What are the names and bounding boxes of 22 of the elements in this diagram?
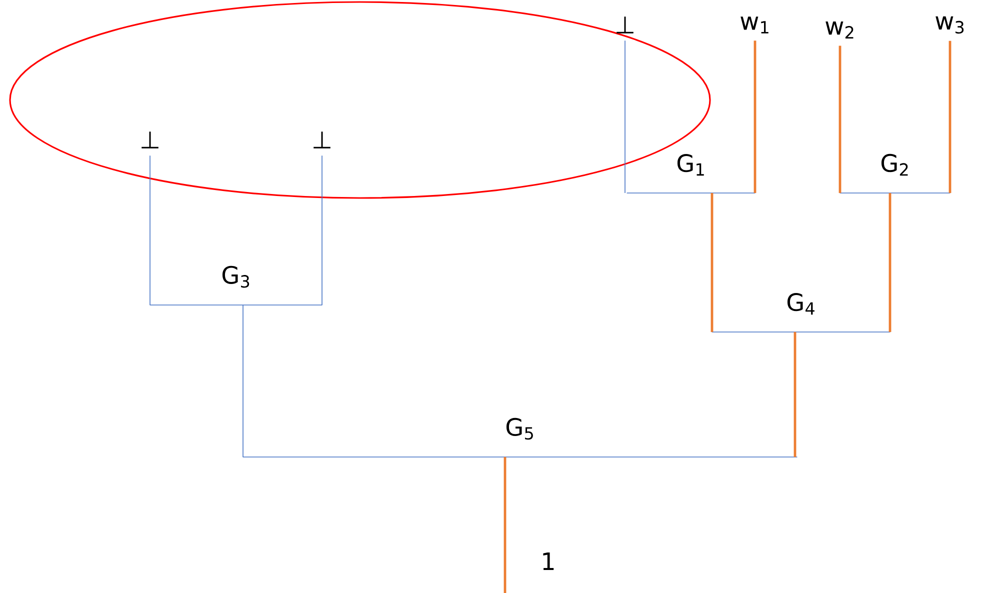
gate: G$_{1}$ [626, 154, 756, 194]
input-label: ⊥ [142, 132, 158, 148]
wire [710, 193, 714, 332]
gate: G$_{2}$ [839, 154, 951, 194]
wire [888, 193, 892, 332]
wire [242, 304, 244, 458]
wire [794, 332, 796, 457]
input-label: w$_{1}$ [740, 16, 768, 34]
gate: G$_{4}$ [711, 293, 891, 332]
input-label: ⊥ [314, 132, 330, 148]
wire [624, 40, 626, 194]
gate: G$_{3}$ [149, 266, 323, 306]
wire [948, 40, 952, 193]
input-label: w$_{3}$ [936, 16, 964, 34]
highlight-ellipse [9, 1, 711, 199]
input-label: ⊥ [616, 16, 634, 34]
wire [754, 40, 756, 193]
wire [838, 46, 842, 193]
gate: G$_{5}$ [242, 418, 798, 458]
input-label: w$_{2}$ [826, 21, 854, 38]
wire [504, 457, 506, 593]
output-label: 1 [543, 552, 554, 570]
